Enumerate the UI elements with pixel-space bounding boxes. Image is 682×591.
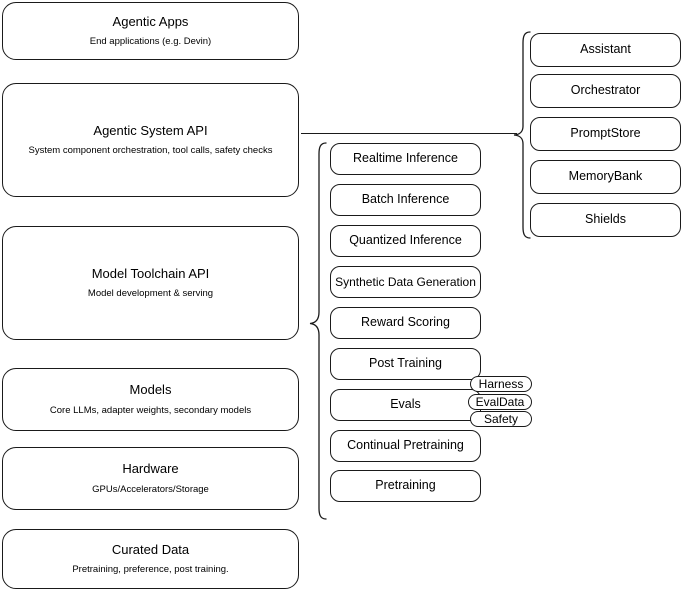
item-label: Shields: [585, 212, 626, 227]
item-label: PromptStore: [570, 126, 641, 141]
layer-subtitle: GPUs/Accelerators/Storage: [92, 483, 209, 495]
tag-label: Safety: [483, 412, 519, 426]
eval-tag-harness[interactable]: Harness: [470, 376, 532, 392]
toolchain-item-evals[interactable]: Evals: [330, 389, 481, 421]
connector-system-api-to-system-items: [301, 133, 517, 135]
toolchain-item-realtime-inference[interactable]: Realtime Inference: [330, 143, 481, 175]
layer-title: Agentic Apps: [112, 13, 189, 29]
brace-toolchain: [309, 142, 327, 520]
system-item-orchestrator[interactable]: Orchestrator: [530, 74, 681, 108]
layer-title: Model Toolchain API: [91, 265, 210, 281]
item-label: Batch Inference: [361, 192, 450, 207]
layer-agentic-apps[interactable]: Agentic Apps End applications (e.g. Devi…: [2, 2, 299, 60]
toolchain-item-quantized-inference[interactable]: Quantized Inference: [330, 225, 481, 257]
layer-title: Curated Data: [111, 541, 190, 557]
item-label: Reward Scoring: [361, 315, 450, 330]
layer-curated-data[interactable]: Curated Data Pretraining, preference, po…: [2, 529, 299, 589]
toolchain-item-batch-inference[interactable]: Batch Inference: [330, 184, 481, 216]
item-label: Assistant: [580, 42, 631, 57]
eval-tag-safety[interactable]: Safety: [470, 411, 532, 427]
layer-agentic-system-api[interactable]: Agentic System API System component orch…: [2, 83, 299, 197]
layer-subtitle: Model development & serving: [87, 288, 214, 300]
eval-tag-evaldata[interactable]: EvalData: [468, 394, 532, 410]
layer-subtitle: Core LLMs, adapter weights, secondary mo…: [49, 404, 252, 416]
item-label: Orchestrator: [570, 83, 641, 98]
layer-hardware[interactable]: Hardware GPUs/Accelerators/Storage: [2, 447, 299, 510]
item-label: MemoryBank: [568, 169, 643, 184]
item-label: Post Training: [369, 356, 442, 371]
item-label: Synthetic Data Generation: [335, 274, 476, 289]
item-label: Evals: [390, 397, 421, 412]
tag-label: EvalData: [475, 395, 525, 409]
item-label: Realtime Inference: [353, 151, 458, 166]
item-label: Quantized Inference: [349, 233, 462, 248]
layer-models[interactable]: Models Core LLMs, adapter weights, secon…: [2, 368, 299, 431]
brace-system-items: [513, 31, 531, 239]
layer-title: Models: [129, 382, 172, 398]
layer-title: Agentic System API: [93, 122, 208, 138]
system-item-assistant[interactable]: Assistant: [530, 33, 681, 67]
toolchain-item-continual-pretraining[interactable]: Continual Pretraining: [330, 430, 481, 462]
layer-title: Hardware: [122, 461, 179, 477]
system-item-promptstore[interactable]: PromptStore: [530, 117, 681, 151]
item-label: Pretraining: [375, 478, 436, 493]
toolchain-item-pretraining[interactable]: Pretraining: [330, 470, 481, 502]
layer-subtitle: System component orchestration, tool cal…: [28, 145, 273, 157]
system-item-memorybank[interactable]: MemoryBank: [530, 160, 681, 194]
toolchain-item-reward-scoring[interactable]: Reward Scoring: [330, 307, 481, 339]
tag-label: Harness: [478, 377, 524, 391]
layer-model-toolchain-api[interactable]: Model Toolchain API Model development & …: [2, 226, 299, 340]
item-label: Continual Pretraining: [347, 438, 464, 453]
toolchain-item-post-training[interactable]: Post Training: [330, 348, 481, 380]
toolchain-item-synthetic-data-generation[interactable]: Synthetic Data Generation: [330, 266, 481, 298]
layer-subtitle: End applications (e.g. Devin): [89, 36, 212, 48]
system-item-shields[interactable]: Shields: [530, 203, 681, 237]
layer-subtitle: Pretraining, preference, post training.: [72, 564, 229, 576]
